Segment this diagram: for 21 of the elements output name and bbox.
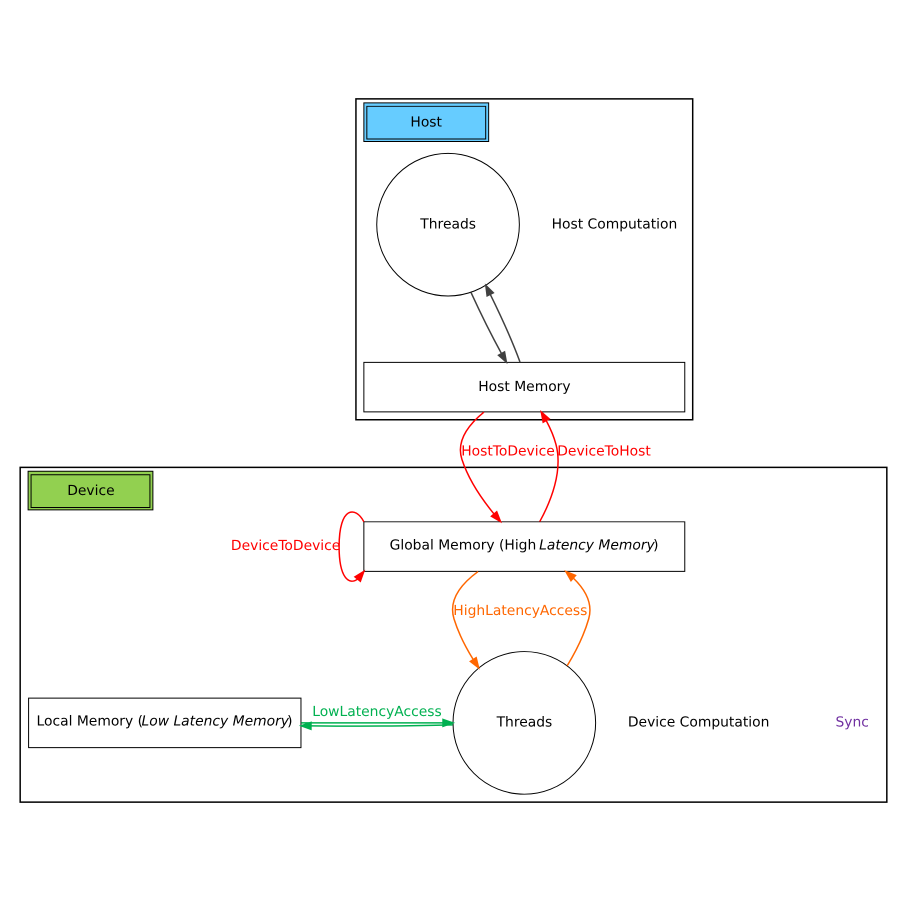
- arrow: [484, 282, 521, 362]
- edge-label: DeviceToHost: [557, 443, 651, 460]
- arrow: [460, 411, 502, 523]
- arrow: [298, 720, 453, 730]
- arrow: [452, 570, 480, 670]
- edge-label: HostToDevice: [461, 443, 555, 460]
- edge-label: LowLatencyAccess: [312, 704, 442, 720]
- arrow: [470, 292, 508, 364]
- arrow: [338, 510, 366, 582]
- arrow: [301, 718, 456, 727]
- node-box: Host Memory: [363, 361, 686, 412]
- arrow: [564, 570, 591, 666]
- node-circle: Threads: [452, 650, 596, 794]
- node-label: Device Computation: [628, 714, 770, 730]
- label: Sync: [835, 714, 869, 730]
- node-box: Global Memory (High Latency Memory): [363, 520, 686, 572]
- node-label: Host Computation: [552, 216, 678, 232]
- edge-label: HighLatencyAccess: [453, 602, 588, 619]
- node-box: Local Memory (Low Latency Memory): [28, 697, 302, 748]
- edge-label: DeviceToDevice: [230, 538, 340, 554]
- arrow: [539, 410, 559, 522]
